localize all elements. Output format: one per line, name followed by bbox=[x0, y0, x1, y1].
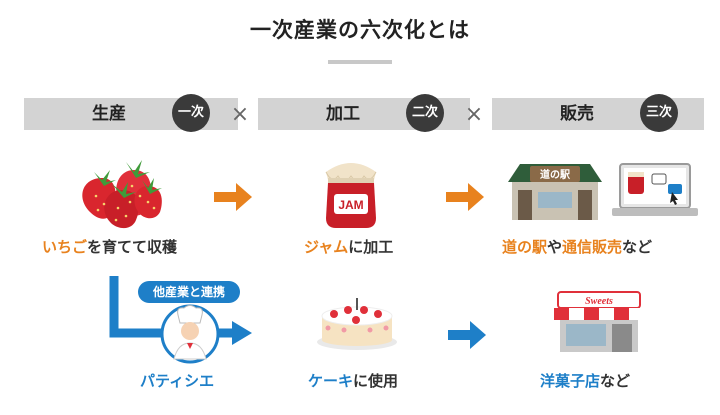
title-underline bbox=[328, 60, 392, 64]
collaboration-label: 他産業と連携 bbox=[138, 281, 240, 303]
shop-sign: Sweets bbox=[585, 296, 613, 307]
strawberry-icon bbox=[82, 160, 162, 229]
caption-strawberry: いちごを育てて収穫 bbox=[42, 238, 178, 256]
patissier-avatar-icon bbox=[160, 304, 220, 364]
caption-cake: ケーキに使用 bbox=[308, 372, 399, 390]
caption-sales-channel: 道の駅や通信販売など bbox=[502, 238, 653, 256]
stage-badge-tertiary: 三次 bbox=[640, 94, 678, 132]
stage-badge-primary: 一次 bbox=[172, 94, 210, 132]
stage-badge-secondary: 二次 bbox=[406, 94, 444, 132]
caption-patissier: パティシエ bbox=[140, 372, 215, 390]
arrow-right-icon bbox=[446, 183, 484, 211]
times-symbol-1: × bbox=[230, 102, 250, 127]
stage-bar-processing: 加工 二次 bbox=[258, 94, 470, 132]
stage-bar-production: 生産 一次 bbox=[24, 94, 238, 132]
sweets-shop-icon: Sweets bbox=[554, 291, 644, 352]
jam-jar-icon: JAM bbox=[325, 163, 377, 228]
arrow-right-icon bbox=[448, 321, 486, 349]
stage-bar-sales: 販売 三次 bbox=[492, 94, 704, 132]
station-sign: 道の駅 bbox=[540, 168, 571, 181]
times-symbol-2: × bbox=[464, 102, 484, 127]
stage-label-sales: 販売 bbox=[560, 104, 594, 124]
caption-sweets-shop: 洋菓子店など bbox=[540, 372, 631, 390]
jam-label: JAM bbox=[338, 198, 363, 212]
roadside-station-icon: 道の駅 bbox=[508, 164, 602, 220]
caption-jam: ジャムに加工 bbox=[304, 238, 394, 256]
stage-label-production: 生産 bbox=[92, 104, 126, 124]
stage-label-processing: 加工 bbox=[326, 104, 360, 124]
cake-icon bbox=[317, 298, 397, 350]
page-title: 一次産業の六次化とは bbox=[250, 18, 470, 42]
laptop-icon bbox=[612, 163, 698, 216]
arrow-right-icon bbox=[214, 183, 252, 211]
